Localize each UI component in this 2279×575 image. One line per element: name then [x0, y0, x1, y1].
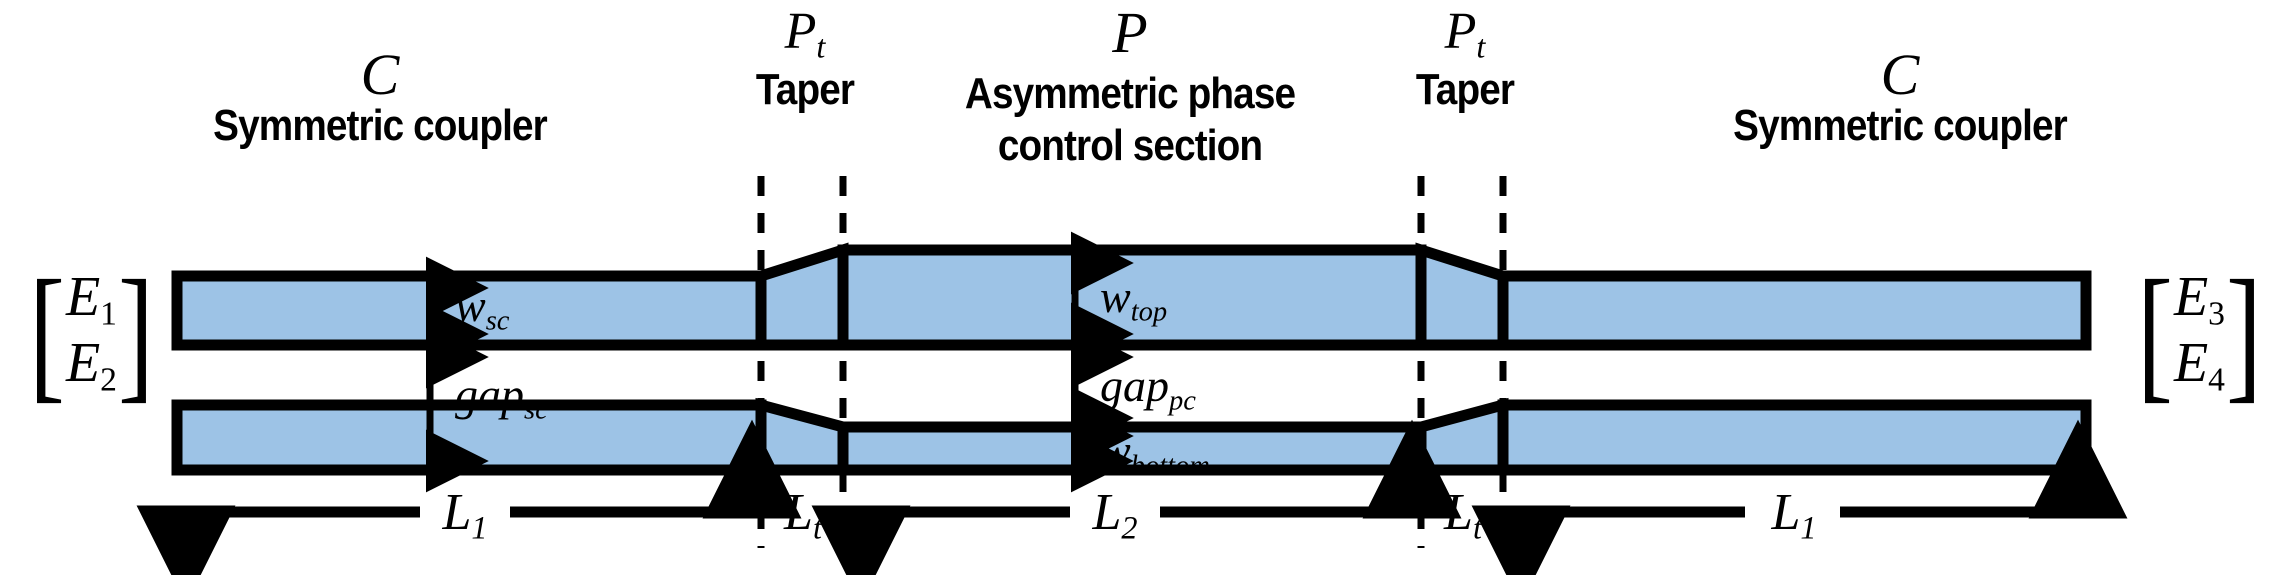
left-taper-name: Taper	[755, 65, 855, 114]
bracket-left-close: ]	[117, 250, 154, 417]
dimension-label-w-bottom: wbottom	[1100, 425, 1210, 482]
output-port-e4: E4	[2173, 332, 2225, 399]
left-coupler-symbol: C	[360, 42, 400, 107]
dimension-label-gap-pc: gappc	[1100, 360, 1196, 417]
dimension-label-w-top: wtop	[1100, 271, 1168, 328]
output-port-e3: E3	[2173, 266, 2225, 333]
length-label-lt-left: Lt	[784, 484, 822, 546]
right-taper-name: Taper	[1415, 65, 1515, 114]
bracket-right-close: ]	[2225, 250, 2262, 417]
left-taper-symbol: Pt	[784, 3, 826, 65]
right-coupler-name: Symmetric coupler	[1733, 101, 2068, 150]
length-label-lt-right: Lt	[1444, 484, 1482, 546]
bracket-right-open: [	[2136, 250, 2173, 417]
center-section-name-line2: control section	[997, 121, 1263, 170]
top-waveguide-right-section	[1497, 270, 2092, 351]
input-port-e1: E1	[65, 266, 117, 333]
top-waveguide-right-taper	[1415, 242, 1509, 351]
length-label-l2: L2	[1092, 484, 1138, 546]
right-taper-symbol: Pt	[1444, 3, 1486, 65]
center-section-symbol: P	[1112, 0, 1148, 65]
top-waveguide-left-taper	[755, 242, 849, 351]
length-label-l1-left: L1	[442, 484, 488, 546]
output-port-vector: [ E3 E4 ]	[2130, 250, 2269, 417]
left-coupler-name: Symmetric coupler	[213, 101, 548, 150]
bottom-waveguide-left-taper	[755, 397, 849, 476]
dimension-label-w-sc: wsc	[455, 280, 510, 337]
right-coupler-symbol: C	[1880, 42, 1920, 107]
input-port-vector: [ E1 E2 ]	[22, 250, 161, 417]
dimension-label-gap-sc: gapsc	[455, 369, 548, 426]
bottom-waveguide-right-section	[1497, 399, 2092, 476]
bracket-left-open: [	[28, 250, 65, 417]
center-section-name-line1: Asymmetric phase	[964, 69, 1296, 118]
bottom-waveguide-right-taper	[1415, 397, 1509, 476]
length-label-l1-right: L1	[1771, 484, 1817, 546]
input-port-e2: E2	[65, 332, 117, 399]
